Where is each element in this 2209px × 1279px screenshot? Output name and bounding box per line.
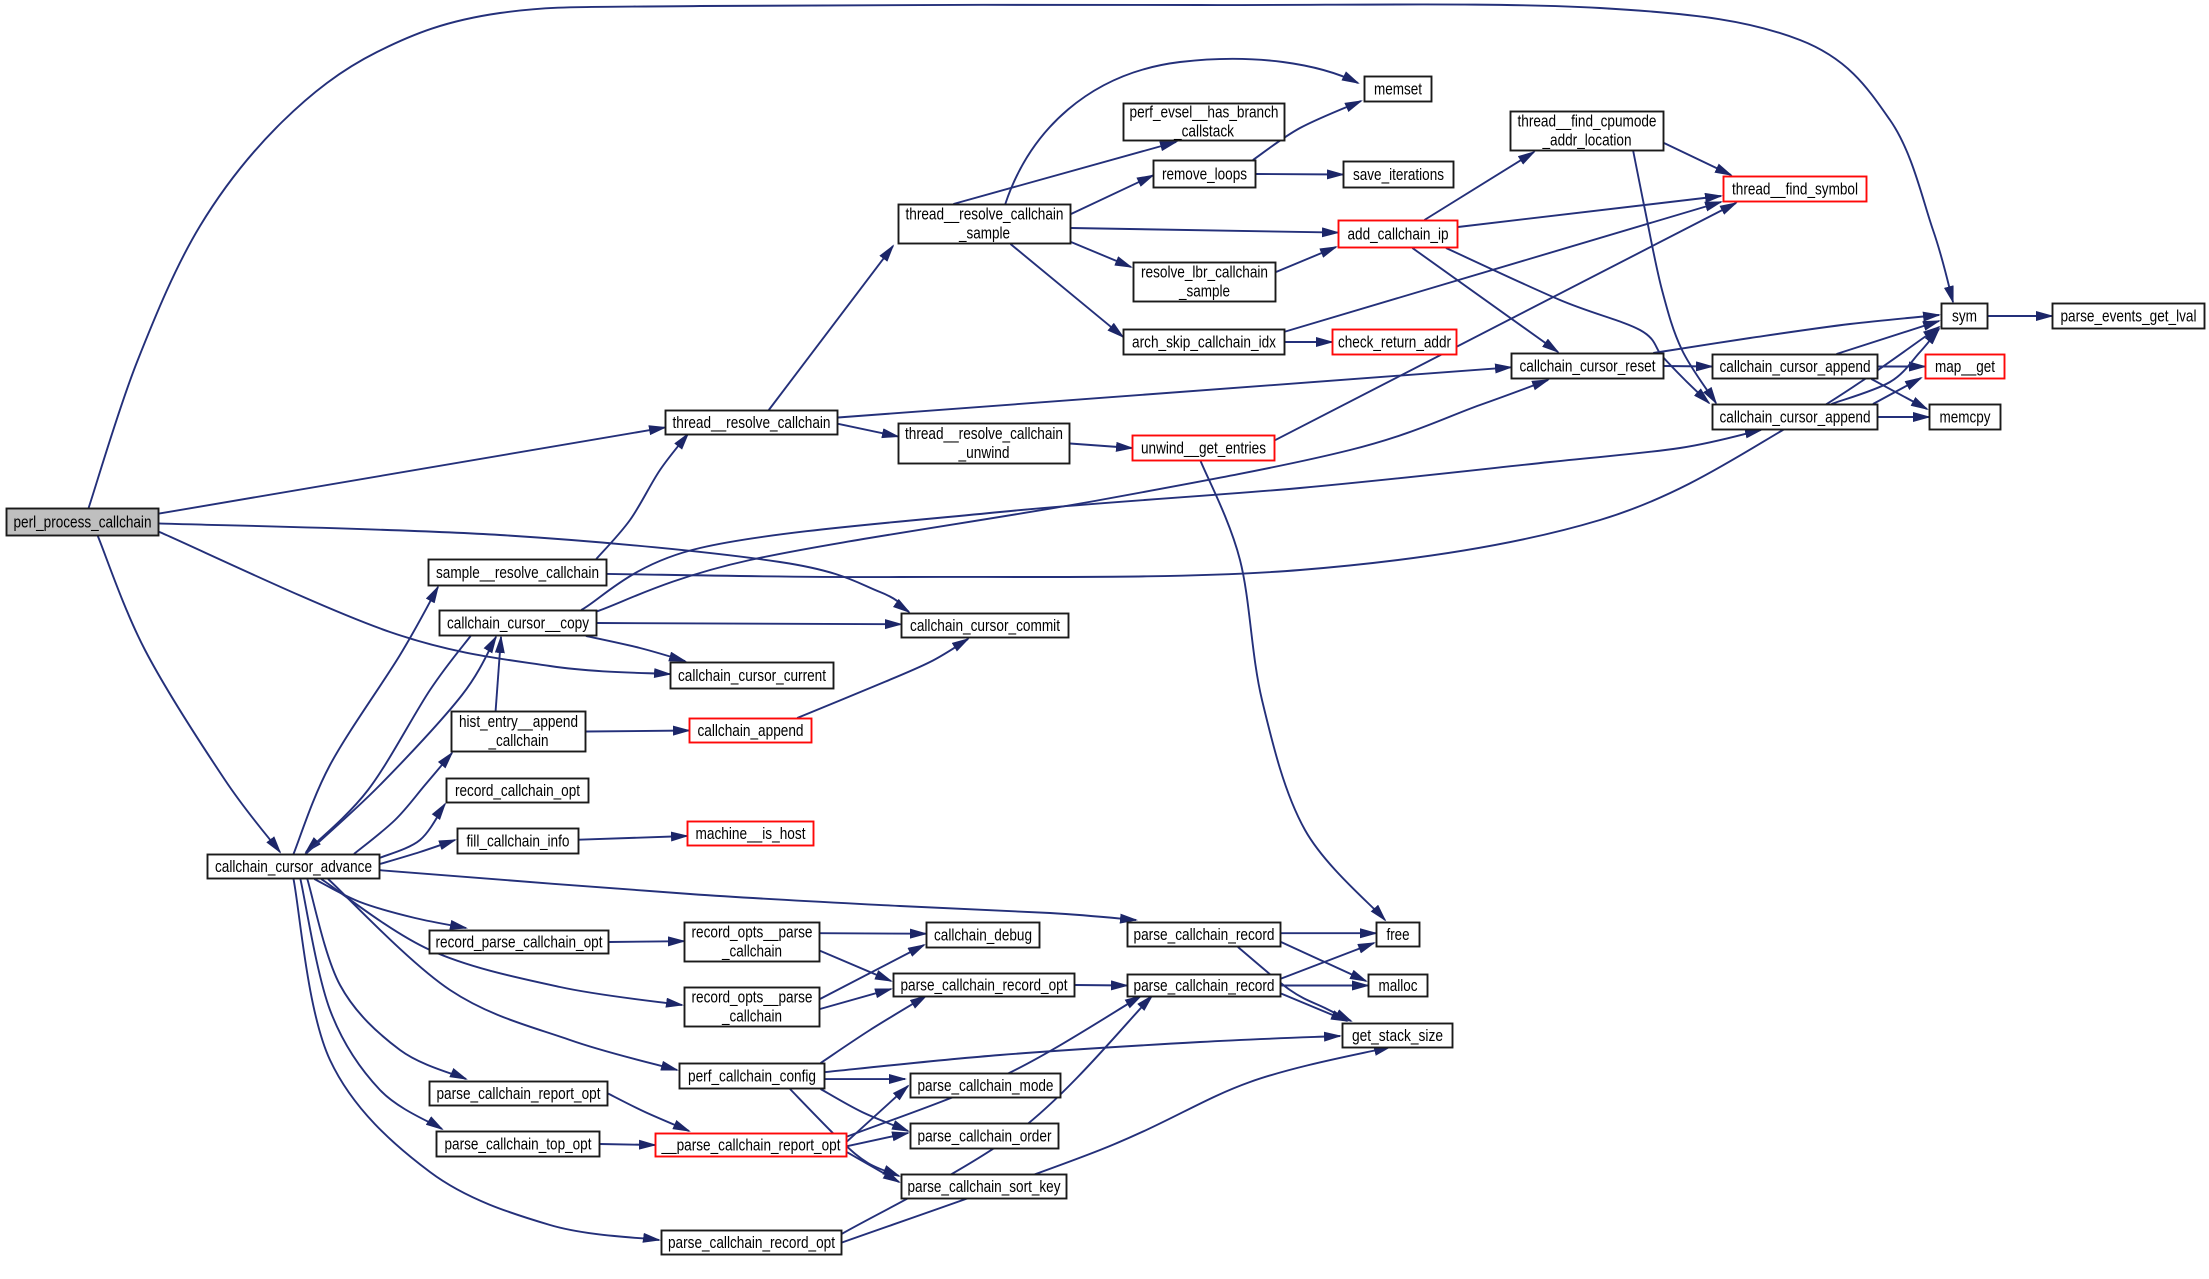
svg-text:parse_callchain_order: parse_callchain_order: [918, 1128, 1053, 1146]
svg-text:__parse_callchain_report_opt: __parse_callchain_report_opt: [661, 1137, 841, 1155]
svg-text:hist_entry__append: hist_entry__append: [459, 713, 578, 731]
svg-text:check_return_addr: check_return_addr: [1338, 334, 1452, 352]
svg-text:callchain_cursor_append: callchain_cursor_append: [1720, 358, 1871, 376]
svg-text:_callchain: _callchain: [721, 1008, 782, 1026]
svg-text:fill_callchain_info: fill_callchain_info: [467, 833, 570, 851]
svg-text:parse_events_get_lval: parse_events_get_lval: [2061, 308, 2197, 326]
svg-text:get_stack_size: get_stack_size: [1352, 1027, 1443, 1045]
svg-text:parse_callchain_record_opt: parse_callchain_record_opt: [901, 977, 1068, 995]
svg-text:record_parse_callchain_opt: record_parse_callchain_opt: [436, 934, 603, 952]
svg-text:map__get: map__get: [1935, 358, 1995, 376]
svg-text:_callstack: _callstack: [1173, 123, 1235, 141]
svg-text:save_iterations: save_iterations: [1353, 166, 1444, 184]
svg-text:callchain_cursor__copy: callchain_cursor__copy: [447, 615, 590, 633]
svg-text:thread__resolve_callchain: thread__resolve_callchain: [905, 425, 1063, 443]
svg-text:callchain_cursor_append: callchain_cursor_append: [1720, 409, 1871, 427]
svg-text:arch_skip_callchain_idx: arch_skip_callchain_idx: [1132, 334, 1276, 352]
svg-text:_addr_location: _addr_location: [1542, 132, 1632, 150]
svg-text:unwind__get_entries: unwind__get_entries: [1141, 440, 1266, 458]
svg-text:callchain_cursor_current: callchain_cursor_current: [678, 667, 826, 685]
svg-text:remove_loops: remove_loops: [1162, 166, 1247, 184]
svg-text:sym: sym: [1952, 308, 1977, 326]
svg-text:thread__find_symbol: thread__find_symbol: [1732, 181, 1858, 199]
svg-text:sample__resolve_callchain: sample__resolve_callchain: [436, 564, 599, 582]
svg-text:machine__is_host: machine__is_host: [696, 825, 806, 843]
svg-text:_sample: _sample: [958, 225, 1010, 243]
svg-text:parse_callchain_mode: parse_callchain_mode: [918, 1077, 1054, 1095]
svg-text:malloc: malloc: [1379, 977, 1418, 995]
svg-text:_unwind: _unwind: [958, 444, 1010, 462]
svg-text:add_callchain_ip: add_callchain_ip: [1348, 226, 1449, 244]
svg-text:record_opts__parse: record_opts__parse: [692, 989, 813, 1007]
svg-text:memcpy: memcpy: [1940, 409, 1992, 427]
svg-text:perf_evsel__has_branch: perf_evsel__has_branch: [1130, 104, 1279, 122]
svg-text:memset: memset: [1374, 81, 1422, 99]
svg-text:_callchain: _callchain: [488, 732, 549, 750]
svg-text:_sample: _sample: [1178, 283, 1230, 301]
svg-text:parse_callchain_record_opt: parse_callchain_record_opt: [668, 1234, 835, 1252]
svg-text:callchain_debug: callchain_debug: [934, 927, 1032, 945]
svg-text:parse_callchain_sort_key: parse_callchain_sort_key: [908, 1178, 1062, 1196]
svg-text:resolve_lbr_callchain: resolve_lbr_callchain: [1141, 264, 1268, 282]
svg-text:callchain_cursor_commit: callchain_cursor_commit: [910, 617, 1060, 635]
svg-text:thread__resolve_callchain: thread__resolve_callchain: [906, 206, 1064, 224]
svg-text:parse_callchain_record: parse_callchain_record: [1134, 977, 1275, 995]
svg-text:parse_callchain_report_opt: parse_callchain_report_opt: [437, 1085, 601, 1103]
svg-text:record_opts__parse: record_opts__parse: [692, 924, 813, 942]
svg-text:parse_callchain_top_opt: parse_callchain_top_opt: [445, 1136, 592, 1154]
svg-text:callchain_cursor_reset: callchain_cursor_reset: [1520, 358, 1656, 376]
svg-text:callchain_append: callchain_append: [698, 722, 804, 740]
svg-text:perf_callchain_config: perf_callchain_config: [688, 1068, 816, 1086]
svg-text:free: free: [1387, 926, 1410, 944]
svg-text:perl_process_callchain: perl_process_callchain: [14, 514, 152, 532]
svg-text:thread__find_cpumode: thread__find_cpumode: [1518, 113, 1657, 131]
svg-text:thread__resolve_callchain: thread__resolve_callchain: [673, 414, 831, 432]
svg-text:_callchain: _callchain: [721, 943, 782, 961]
svg-text:record_callchain_opt: record_callchain_opt: [455, 782, 580, 800]
svg-text:parse_callchain_record: parse_callchain_record: [1134, 926, 1275, 944]
svg-text:callchain_cursor_advance: callchain_cursor_advance: [215, 858, 372, 876]
